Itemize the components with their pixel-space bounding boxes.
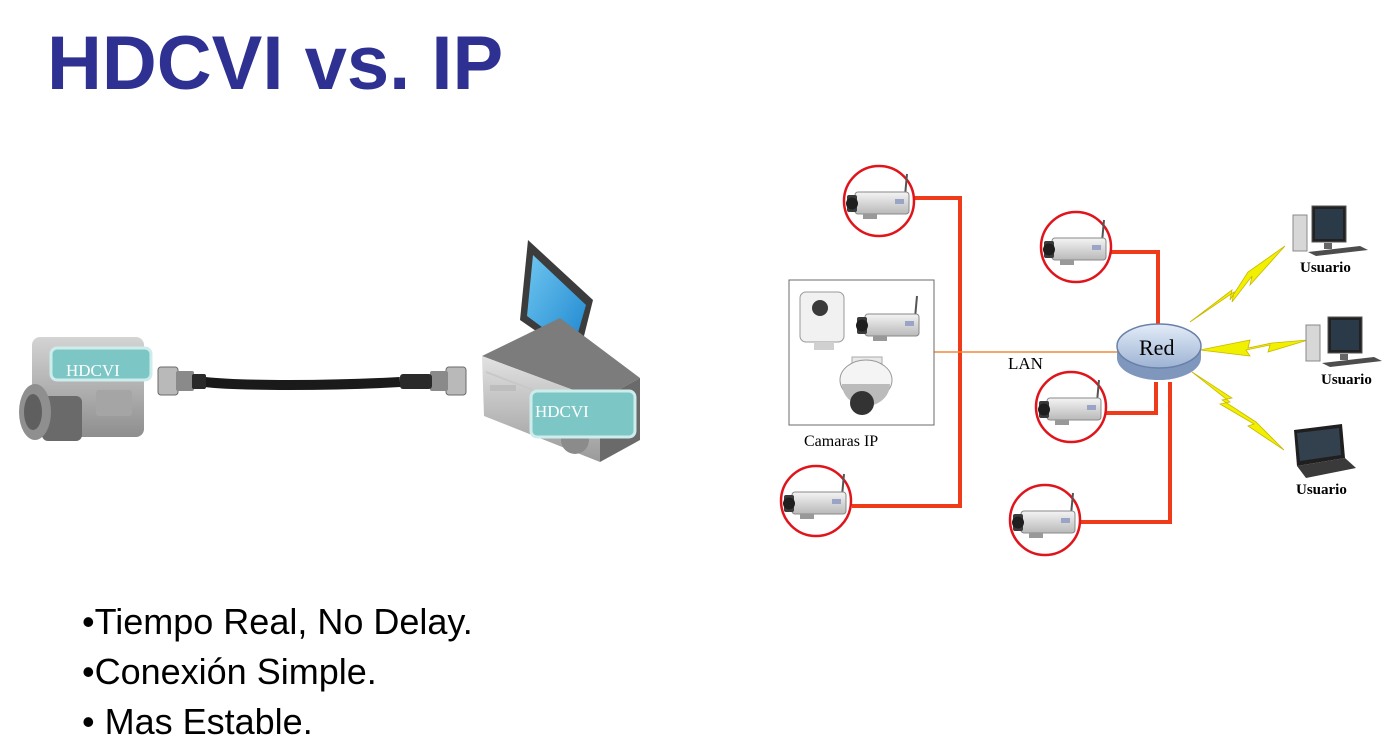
user-label-1: Usuario — [1300, 260, 1351, 276]
ip-camera-5 — [1008, 483, 1082, 557]
user-label-3: Usuario — [1296, 482, 1347, 498]
dvr-label: HDCVI — [535, 402, 589, 421]
wireless-lightning-icons — [1189, 245, 1309, 451]
hdcvi-camera-label: HDCVI — [66, 361, 120, 380]
bullet-simple-connection: •Conexión Simple. — [82, 651, 377, 692]
ip-camera-3 — [1039, 210, 1113, 284]
bullet-real-time: •Tiempo Real, No Delay. — [82, 601, 473, 642]
ip-camera-1 — [842, 164, 916, 238]
user-label-2: Usuario — [1321, 372, 1372, 388]
desktop-computer-icon — [1305, 316, 1382, 367]
slide-title: HDCVI vs. IP — [47, 21, 504, 106]
laptop-computer-icon — [1294, 424, 1356, 478]
ip-camera-2 — [779, 464, 853, 538]
ip-cameras-label: Camaras IP — [804, 433, 878, 450]
network-router-icon — [1116, 323, 1202, 380]
coax-cable-icon — [157, 366, 467, 396]
feature-bullet-list: •Tiempo Real, No Delay. •Conexión Simple… — [82, 597, 473, 747]
desktop-computer-icon — [1292, 205, 1368, 256]
hdcvi-camera-label-box — [49, 346, 153, 382]
ip-camera-4 — [1034, 370, 1108, 444]
cube-camera-icon — [799, 291, 845, 350]
network-label: Red — [1139, 335, 1174, 360]
dome-camera-icon — [839, 356, 893, 415]
bullet-more-stable: • Mas Estable. — [82, 701, 313, 742]
dvr-label-box — [529, 389, 637, 439]
lan-label: LAN — [1008, 354, 1043, 373]
